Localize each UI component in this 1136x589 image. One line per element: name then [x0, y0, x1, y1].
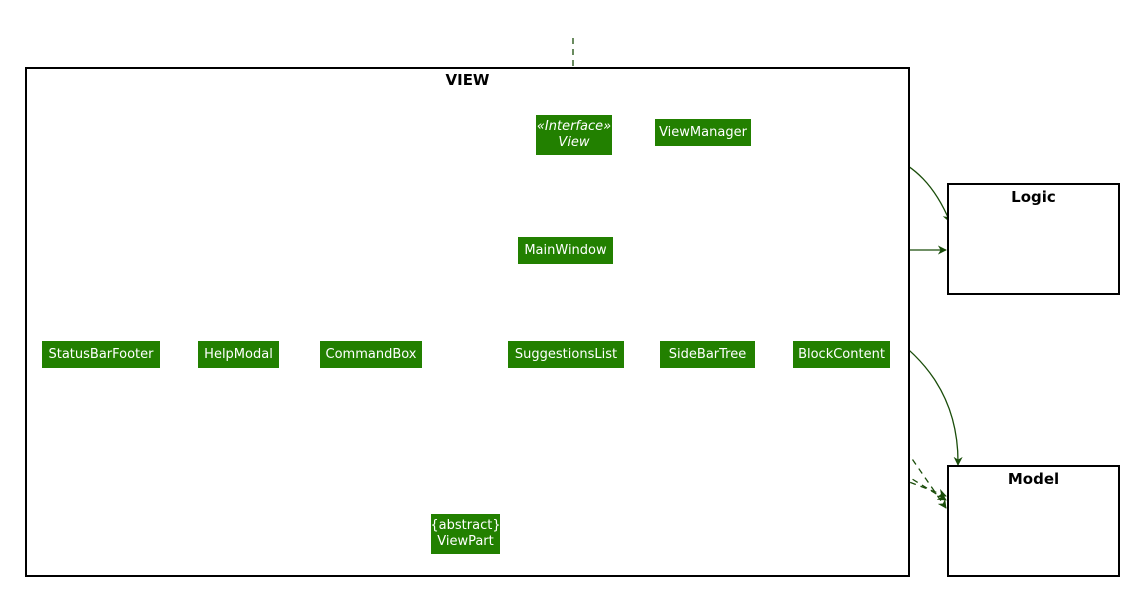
viewpart-stereotype: {abstract}: [430, 518, 501, 533]
view-interface-stereotype: «Interface»: [536, 119, 612, 134]
statusbarfooter-label: StatusBarFooter: [48, 346, 154, 362]
helpmodal-label: HelpModal: [204, 346, 273, 362]
view-interface-name: View: [558, 135, 590, 150]
commandbox-label: CommandBox: [325, 346, 417, 362]
logic-package-box: [947, 183, 1120, 295]
mainwindow-node: MainWindow: [518, 237, 613, 264]
view-package-title: VIEW: [445, 71, 490, 89]
viewpart-node: {abstract} ViewPart: [430, 514, 501, 554]
blockcontent-node: BlockContent: [793, 341, 890, 368]
logic-package-title: Logic: [1011, 188, 1056, 206]
statusbarfooter-node: StatusBarFooter: [42, 341, 160, 368]
suggestionslist-label: SuggestionsList: [514, 346, 618, 362]
suggestionslist-node: SuggestionsList: [508, 341, 624, 368]
viewmanager-node: ViewManager: [655, 119, 751, 146]
viewmanager-label: ViewManager: [659, 124, 747, 140]
view-package-frame: [25, 67, 910, 577]
mainwindow-label: MainWindow: [524, 242, 607, 258]
view-interface-node: «Interface» View: [536, 115, 612, 155]
model-package-box: [947, 465, 1120, 577]
helpmodal-node: HelpModal: [198, 341, 279, 368]
model-package-title: Model: [1007, 470, 1060, 488]
viewpart-name: ViewPart: [437, 534, 494, 549]
sidebartree-node: SideBarTree: [660, 341, 755, 368]
commandbox-node: CommandBox: [320, 341, 422, 368]
sidebartree-label: SideBarTree: [668, 346, 747, 362]
blockcontent-label: BlockContent: [798, 346, 885, 362]
